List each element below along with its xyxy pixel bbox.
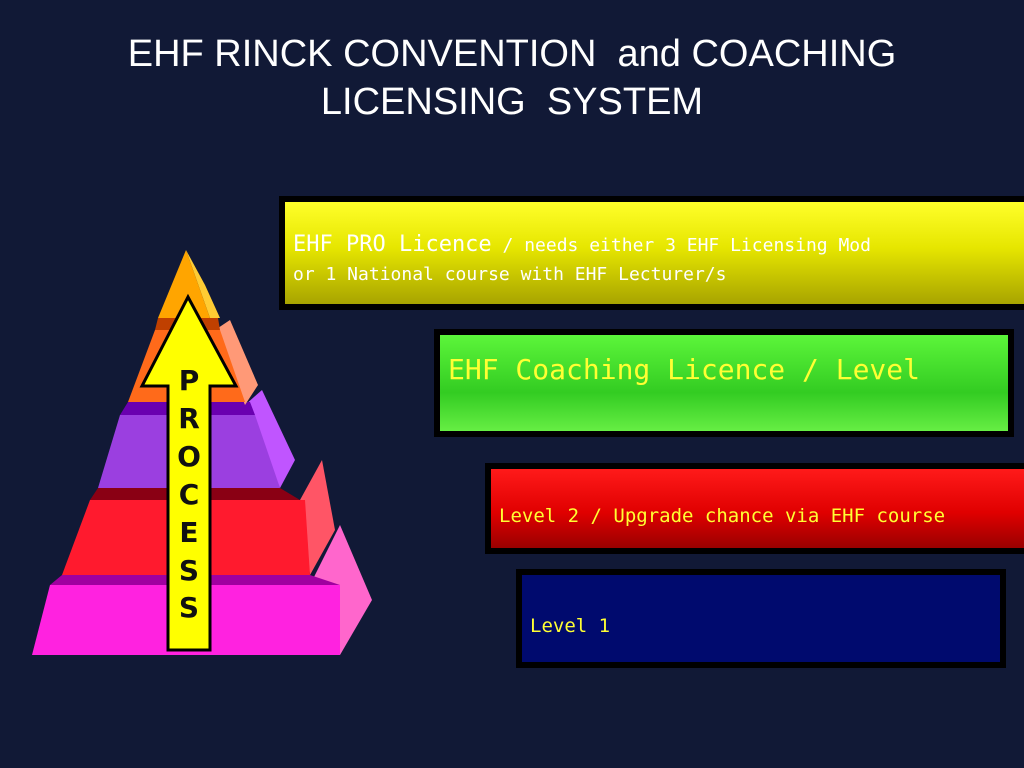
pro-licence-line-2: or 1 National course with EHF Lecturer/s: [293, 264, 727, 285]
process-pyramid: P R O C E S S: [32, 250, 372, 655]
level-box-pro: EHF PRO Licence / needs either 3 EHF Lic…: [279, 196, 1024, 310]
level-box-level-2: Level 2 / Upgrade chance via EHF course: [485, 463, 1024, 554]
level-box-coaching: EHF Coaching Licence / Level: [434, 329, 1014, 437]
pro-licence-line-1: EHF PRO Licence / needs either 3 EHF Lic…: [293, 232, 871, 257]
arrow-letter: C: [179, 478, 200, 511]
arrow-letter: R: [178, 402, 200, 435]
process-arrow-letters: P R O C E S S: [177, 364, 201, 624]
arrow-letter: E: [179, 516, 198, 549]
coaching-licence-label: EHF Coaching Licence / Level: [448, 353, 921, 386]
arrow-letter: S: [179, 591, 199, 624]
pyramid-tier-bottom-side: [310, 525, 372, 655]
pyramid-tier-fourth-side: [300, 460, 335, 575]
pyramid-tier-third-side: [245, 390, 295, 488]
arrow-letter: O: [177, 440, 201, 473]
level-2-label: Level 2 / Upgrade chance via EHF course: [499, 505, 946, 527]
pyramid-tier-top-side: [186, 250, 220, 318]
title-line-2: LICENSING SYSTEM: [320, 81, 704, 123]
pro-licence-label: EHF PRO Licence: [293, 232, 492, 257]
arrow-letter: S: [179, 554, 199, 587]
slide-title: EHF RINCK CONVENTION and COACHING LICENS…: [0, 30, 1024, 126]
level-box-level-1: Level 1: [516, 569, 1006, 668]
pyramid-tier-second-side: [215, 320, 258, 405]
pyramid-tier-top: [158, 250, 210, 318]
pro-licence-note: / needs either 3 EHF Licensing Mod: [491, 235, 871, 256]
process-arrow: [139, 293, 239, 652]
arrow-letter: P: [179, 364, 200, 397]
level-1-label: Level 1: [530, 615, 611, 637]
title-line-1: EHF RINCK CONVENTION and COACHING: [127, 33, 897, 75]
